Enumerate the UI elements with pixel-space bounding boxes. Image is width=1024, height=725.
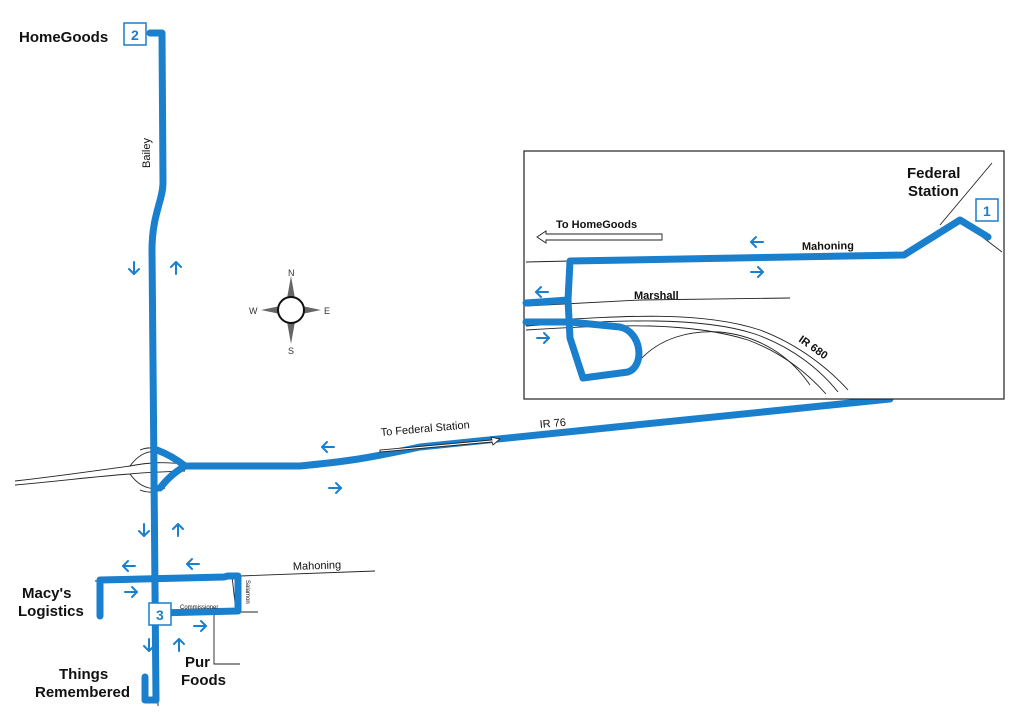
stop-marker-3[interactable]: 3: [148, 602, 172, 626]
homegoods-label: HomeGoods: [19, 29, 108, 46]
route-interchange-loop: [153, 446, 189, 492]
arrow-left-icon: [122, 560, 136, 572]
route-things-remembered-spur: [141, 673, 160, 704]
sign-arrow-left-icon: [536, 230, 663, 244]
arrow-left-icon: [186, 558, 200, 570]
inset-marshall-road-line: [525, 297, 791, 307]
inset-route-mahoning: [522, 216, 992, 307]
inset-marshall-label: Marshall: [634, 290, 679, 302]
inset-map: To HomeGoods Mahoning Marshall IR 680 Fe…: [522, 150, 1005, 400]
inset-mahoning-road-line: [525, 260, 571, 263]
bailey-road-label: Bailey: [141, 138, 153, 168]
inset-mahoning-label: Mahoning: [802, 240, 854, 253]
macys-label-line1: Macy's: [22, 585, 71, 602]
compass-north: N: [288, 268, 295, 278]
things-remembered-label-line1: Things: [59, 666, 108, 683]
route-ir76-segment: [181, 395, 894, 470]
to-federal-station-sign: To Federal Station: [379, 419, 501, 453]
ir76-road-label: IR 76: [539, 417, 566, 431]
arrow-up-icon: [172, 523, 184, 537]
compass-east: E: [324, 306, 330, 316]
things-remembered-label-line2: Remembered: [35, 684, 130, 701]
arrow-right-icon: [328, 482, 342, 494]
inset-ir680-lines: [525, 315, 849, 391]
arrow-down-icon: [128, 261, 140, 275]
pur-foods-label-line2: Foods: [181, 672, 226, 689]
to-federal-station-label: To Federal Station: [380, 419, 470, 439]
to-homegoods-label: To HomeGoods: [556, 219, 637, 231]
to-homegoods-sign: To HomeGoods: [536, 219, 663, 244]
pur-foods-label-line1: Pur: [185, 654, 210, 671]
stop-marker-1[interactable]: 1: [975, 198, 999, 222]
stop-marker-2[interactable]: 2: [123, 22, 147, 46]
arrow-down-icon: [138, 523, 150, 537]
mahoning-road-label: Mahoning: [293, 559, 342, 573]
compass-west: W: [249, 306, 258, 316]
inset-route-ramp-loop: [522, 296, 643, 382]
arrow-right-icon: [124, 586, 138, 598]
stop-2-number: 2: [131, 27, 139, 43]
stop-1-number: 1: [983, 203, 991, 219]
commissioner-road-label: Commissioner: [180, 605, 218, 611]
stop-3-number: 3: [156, 607, 164, 623]
federal-station-label-line1: Federal: [907, 165, 960, 182]
macys-label-line2: Logistics: [18, 603, 84, 620]
pur-foods-drive: [213, 615, 240, 665]
inset-rail-line: [939, 162, 993, 226]
route-commissioner-loop: [153, 572, 242, 617]
salamon-road-label: Salamon: [244, 580, 250, 604]
compass-rose-icon: N E S W: [249, 268, 330, 356]
arrow-up-icon: [170, 261, 182, 275]
route-bailey-segment: [146, 29, 167, 704]
sign-arrow-right-icon: [379, 436, 501, 453]
arrow-right-icon: [193, 620, 207, 632]
compass-south: S: [288, 346, 294, 356]
arrow-left-icon: [321, 441, 335, 453]
federal-station-label-line2: Station: [908, 183, 959, 200]
arrow-up-icon: [173, 638, 185, 652]
